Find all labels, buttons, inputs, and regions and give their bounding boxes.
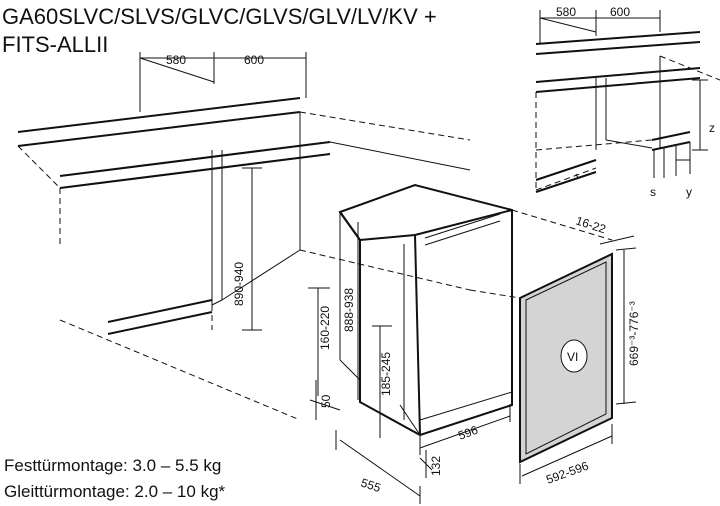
panel-label: VI: [567, 350, 578, 364]
niche-drawing: [17, 97, 471, 421]
dim-s-y-inset: s y: [650, 142, 692, 199]
dim-669-776: 669⁻³-776⁻³: [627, 301, 641, 366]
dim-height-body: 888-938: [342, 222, 359, 400]
dim-16-22: 16-22: [574, 214, 608, 237]
dim-plinth-height: 160-220: [308, 287, 332, 396]
dim-width-body: 596: [419, 404, 511, 455]
dim-596: 596: [456, 423, 480, 443]
panel-label-circle: [560, 339, 588, 373]
dim-132: 132: [429, 456, 443, 476]
dim-z-inset: z: [692, 79, 715, 151]
model-title-line1: GA60SLVC/SLVS/GLVC/GLVS/GLV/LV/KV +: [2, 4, 437, 29]
dim-door-gap-132: 132: [419, 450, 443, 478]
dim-y: y: [686, 185, 692, 199]
note-fixed-door: Festtürmontage: 3.0 – 5.5 kg: [4, 456, 221, 475]
dim-z: z: [709, 121, 715, 135]
dim-185-245: 185-245: [379, 352, 393, 396]
dim-height-niche: 890-940: [232, 167, 262, 331]
door-panel: VI: [469, 209, 613, 464]
dim-foot-height: 185-245: [372, 325, 393, 438]
note-sliding-door: Gleittürmontage: 2.0 – 10 kg*: [4, 482, 226, 501]
dim-890-940: 890-940: [232, 262, 246, 306]
dim-panel-thickness: 16-22: [574, 214, 635, 245]
dim-888-938: 888-938: [342, 288, 356, 332]
dim-50: 50: [319, 394, 333, 408]
dim-555: 555: [359, 476, 383, 496]
dim-580-inset: 580: [556, 5, 576, 19]
dim-160-220: 160-220: [318, 306, 332, 350]
inset-drawing: [535, 31, 720, 193]
dim-580-main: 580: [166, 53, 186, 67]
dim-s: s: [650, 185, 656, 199]
dim-depth-555: 555: [335, 430, 421, 504]
dim-width-main: 580 600: [139, 52, 307, 112]
dim-600-inset: 600: [610, 5, 630, 19]
dim-width-inset: 580 600: [539, 5, 661, 44]
dim-600-main: 600: [244, 53, 264, 67]
dim-offset-50: 50: [309, 380, 341, 420]
dishwasher-body: [338, 183, 513, 437]
model-title-line2: FITS-ALLII: [2, 32, 108, 57]
dim-panel-height: 669⁻³-776⁻³: [615, 247, 641, 405]
